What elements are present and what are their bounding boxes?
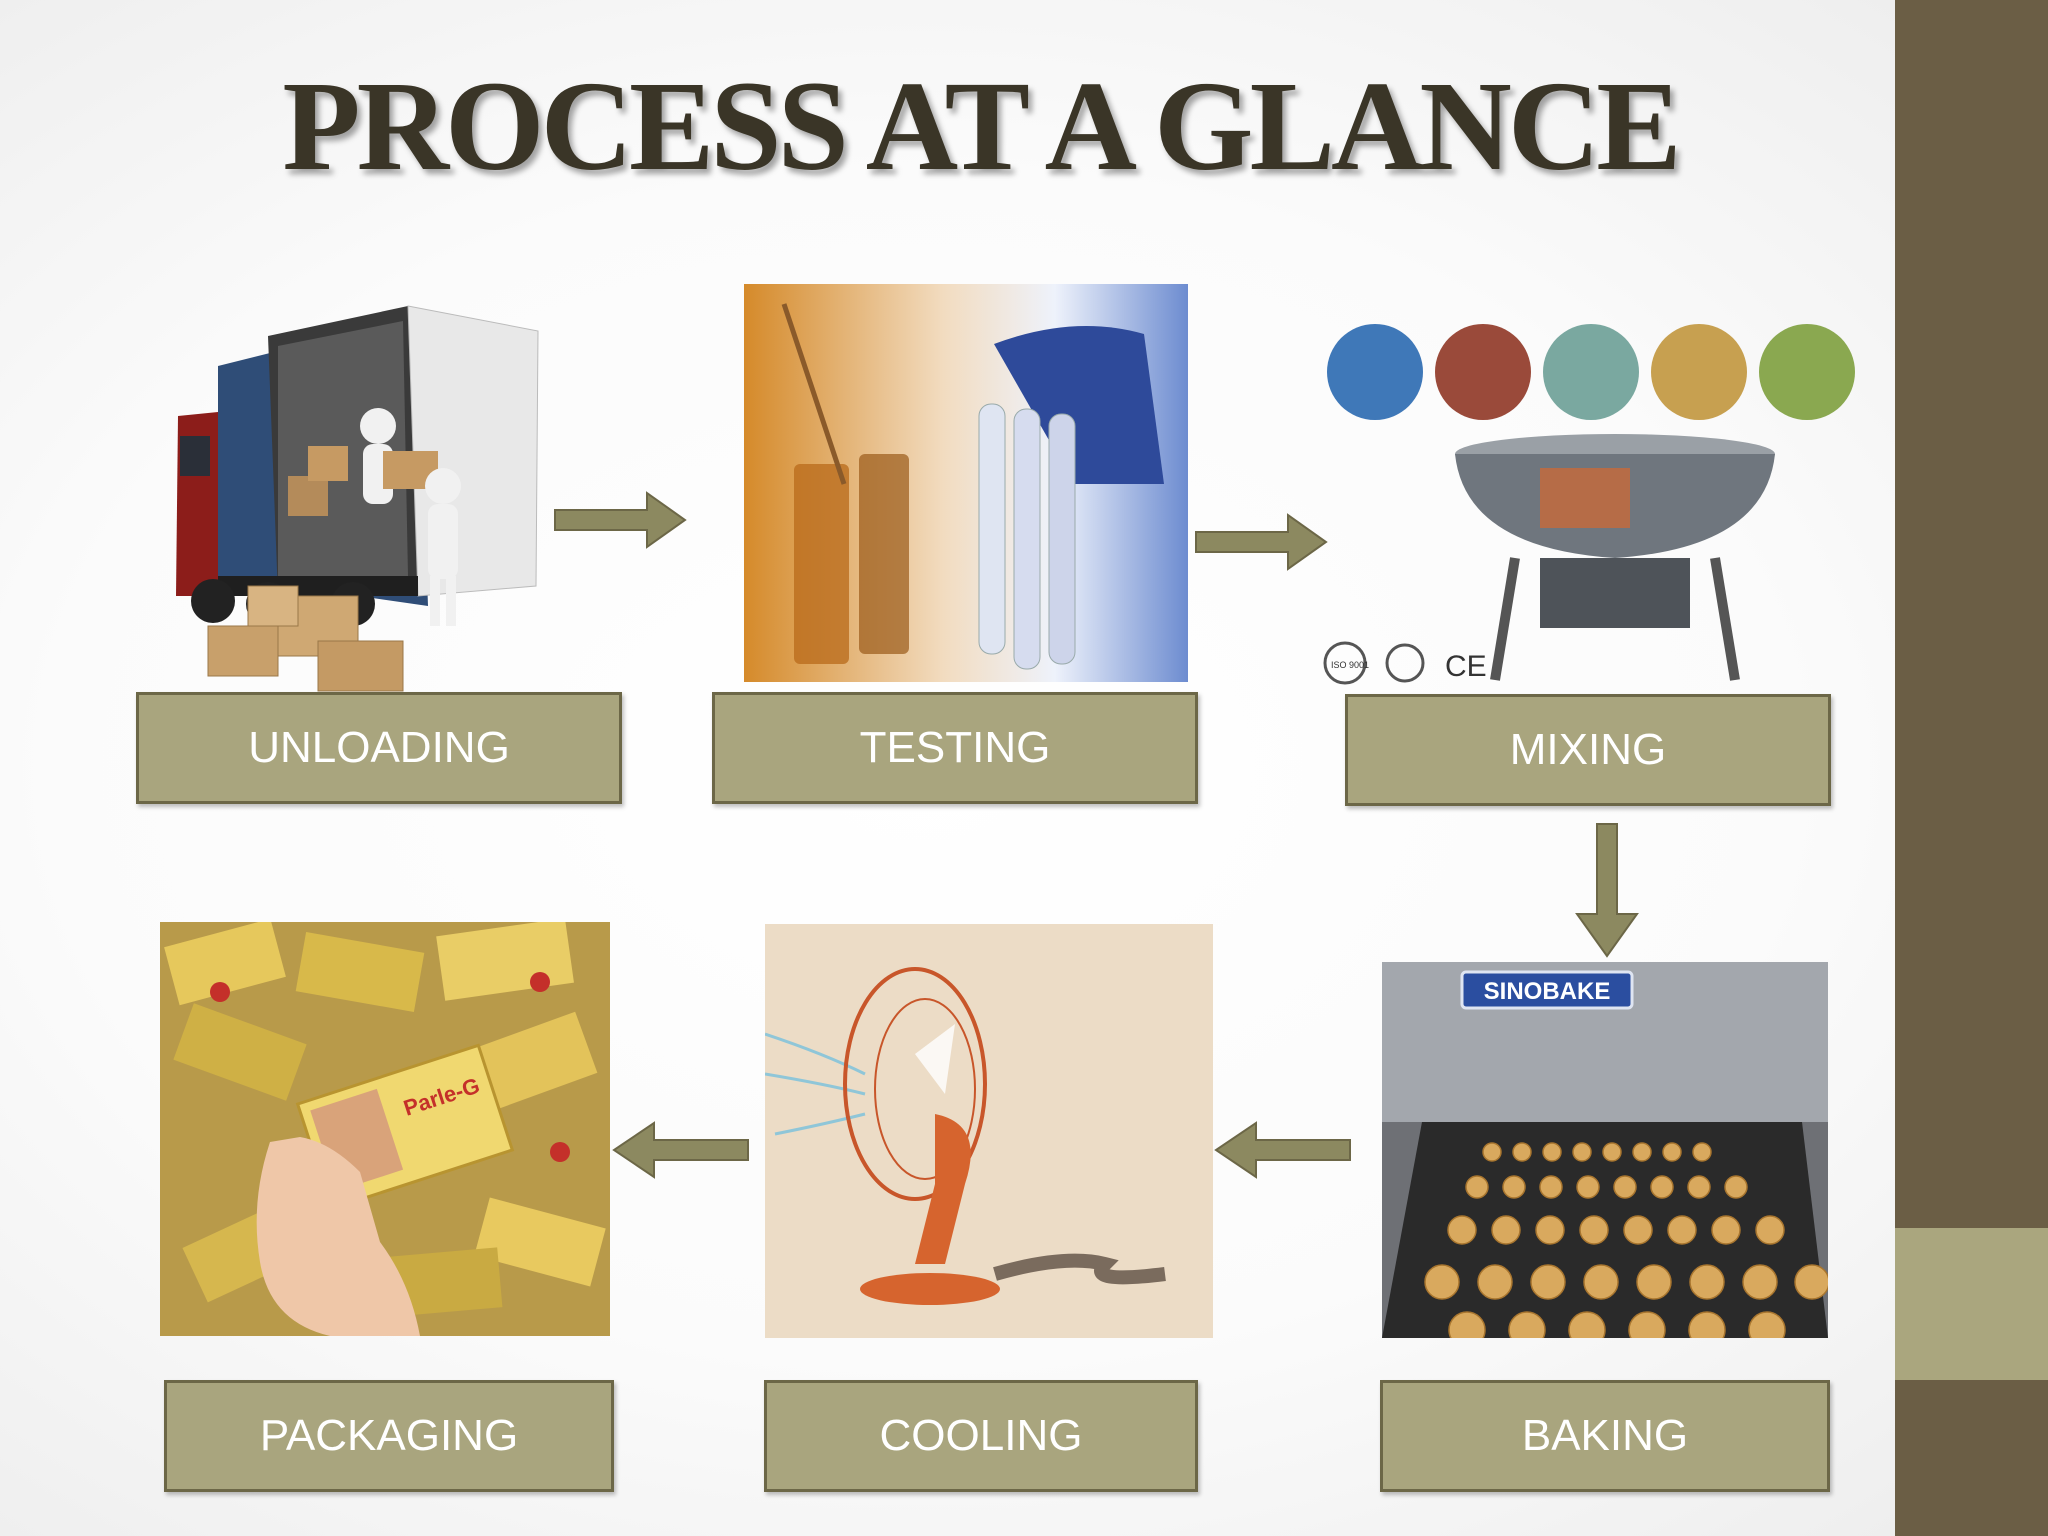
testing-lab-image	[744, 284, 1188, 682]
step-baking: BAKING	[1380, 1380, 1830, 1492]
step-mixing: MIXING	[1345, 694, 1831, 806]
cooling-fan-image	[765, 924, 1213, 1338]
arrow-left-1	[1214, 1121, 1351, 1179]
arrow-right-1	[554, 491, 687, 549]
step-packaging: PACKAGING	[164, 1380, 614, 1492]
iso-mark: ISO 9001	[1331, 660, 1369, 670]
mixing-machine-image: CE ISO 9001	[1315, 308, 1865, 688]
step-testing: TESTING	[712, 692, 1198, 804]
baking-oven-image: SINOBAKE	[1382, 962, 1828, 1338]
sinobake-brand: SINOBAKE	[1484, 978, 1611, 1005]
ce-mark: CE	[1445, 650, 1487, 683]
step-unloading: UNLOADING	[136, 692, 622, 804]
arrow-right-2	[1195, 513, 1328, 571]
arrow-down	[1575, 823, 1639, 958]
arrow-left-2	[612, 1121, 749, 1179]
slide-title: PROCESS AT A GLANCE	[282, 55, 1681, 197]
sidebar-accent-band	[1895, 1228, 2048, 1380]
step-cooling: COOLING	[764, 1380, 1198, 1492]
unloading-truck-image	[138, 296, 548, 696]
packaging-packets-image: Parle-G	[160, 922, 610, 1336]
